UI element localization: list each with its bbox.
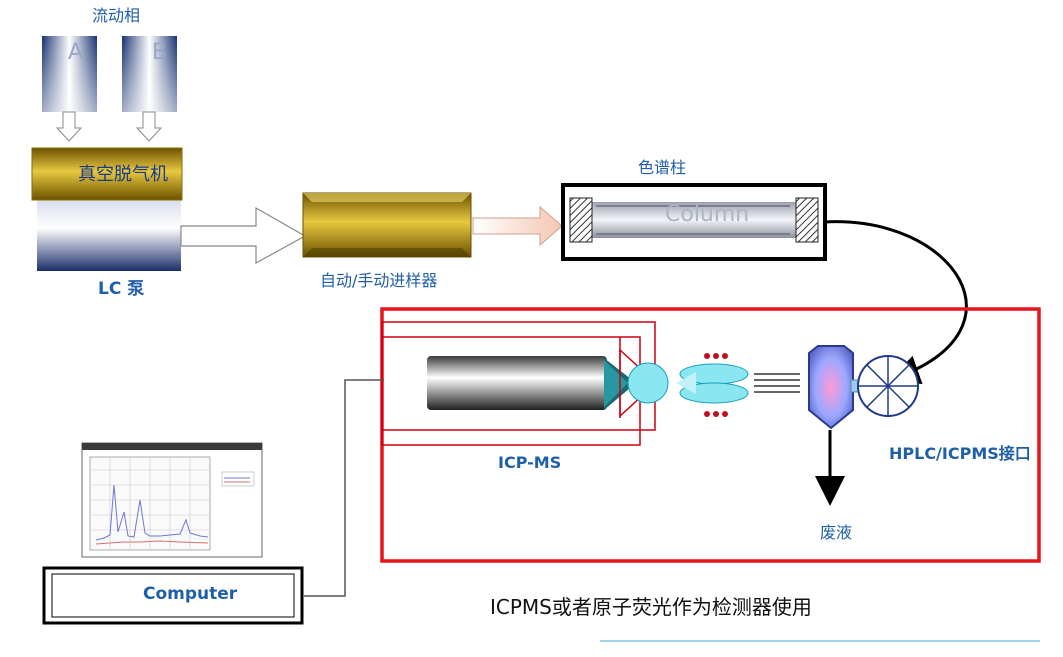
pump-body	[37, 193, 181, 271]
flow-arrow-icon	[180, 206, 307, 265]
computer-box	[42, 566, 304, 625]
degasser-body	[31, 147, 183, 201]
computer-cable	[304, 379, 384, 597]
interface-label: HPLC/ICPMS接口	[889, 444, 1031, 463]
reservoir-b	[122, 36, 177, 112]
autosampler-label: 自动/手动进样器	[320, 271, 438, 290]
icpms-label: ICP-MS	[498, 453, 562, 472]
monitor-screen	[81, 442, 263, 558]
caption-text: ICPMS或者原子荧光作为检测器使用	[490, 595, 812, 619]
rf-coil-icon	[704, 353, 728, 417]
column-body	[561, 183, 827, 261]
waste-label: 废液	[820, 523, 853, 542]
reservoir-a-label: A	[68, 40, 84, 65]
reservoir-a	[42, 36, 97, 112]
reservoir-b-label: B	[152, 40, 168, 65]
mobile-phase-title: 流动相	[92, 6, 141, 25]
down-arrow-icon	[55, 111, 163, 142]
autosampler-body	[302, 192, 472, 258]
pump-label: LC 泵	[98, 279, 145, 299]
interface-valve-icon	[857, 355, 919, 417]
detector-box	[380, 307, 1041, 563]
ion-beam-lines	[754, 373, 800, 393]
flow-arrow-icon	[472, 205, 563, 247]
column-title: 色谱柱	[638, 158, 687, 177]
degasser-label: 真空脱气机	[78, 164, 168, 185]
icpms-body	[381, 321, 749, 446]
computer-label: Computer	[143, 584, 238, 604]
column-text: Column	[665, 202, 750, 227]
tubing-line	[823, 220, 968, 385]
